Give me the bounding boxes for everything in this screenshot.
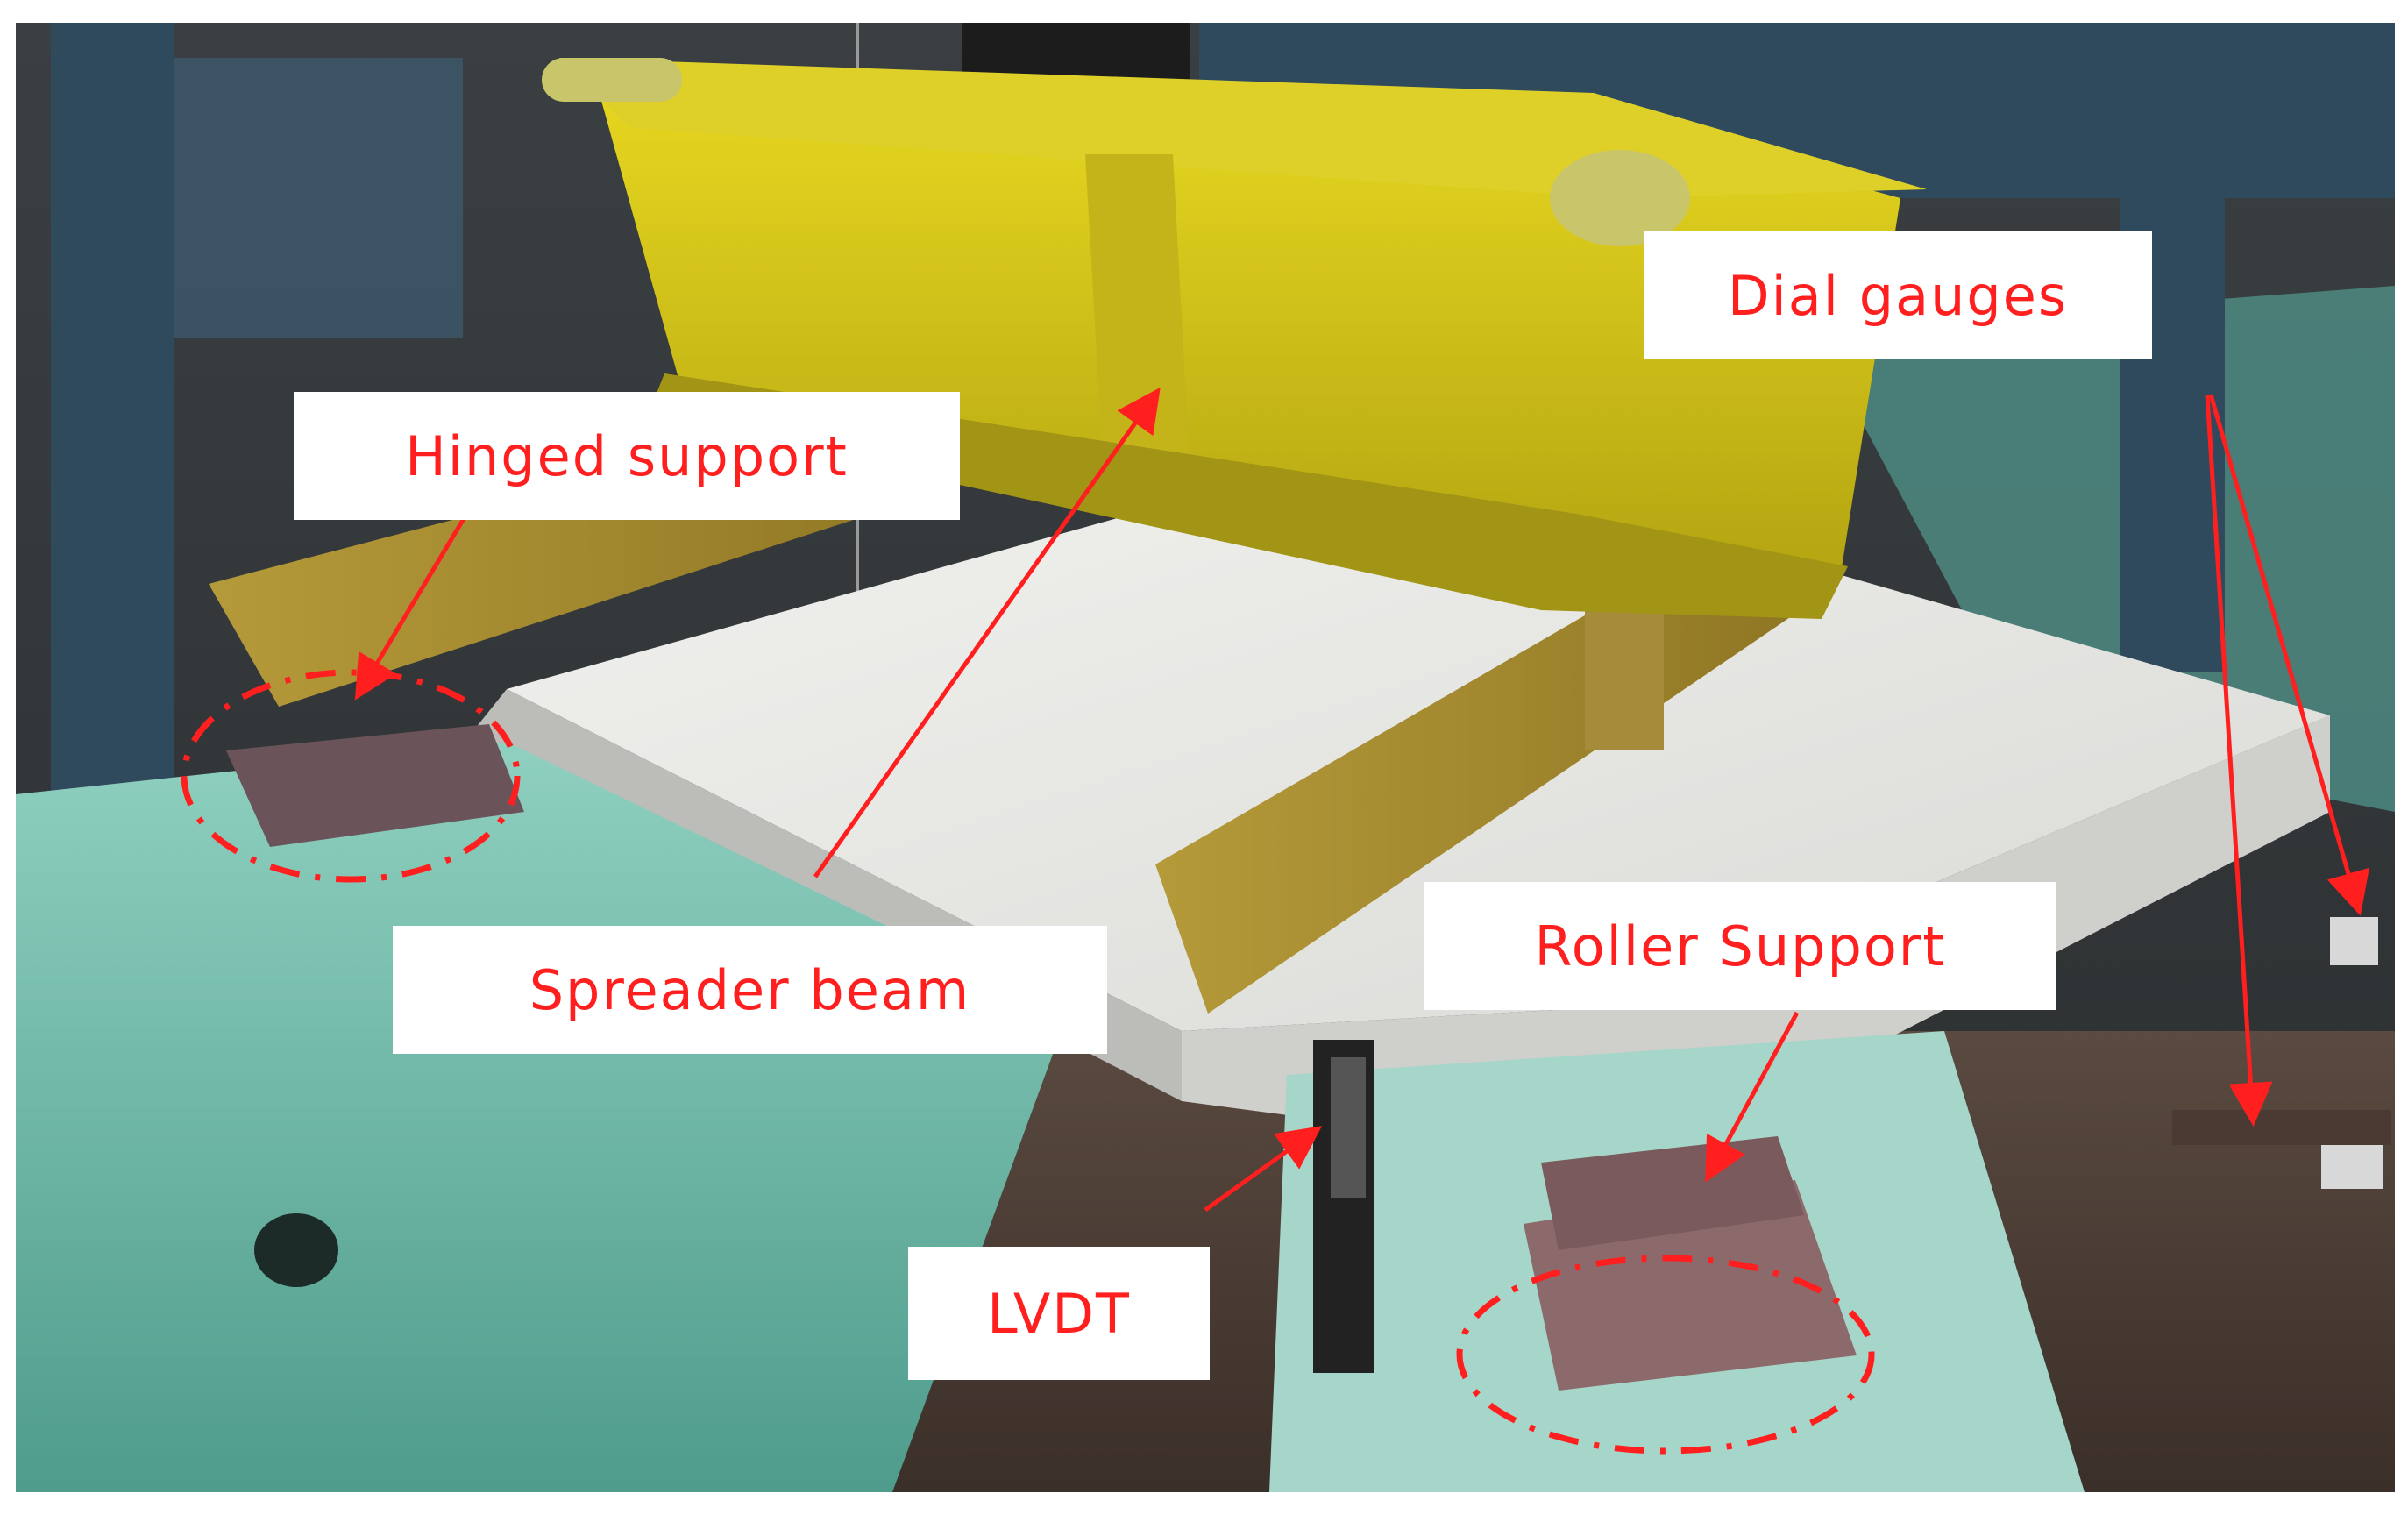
- frame-column-left: [51, 23, 174, 812]
- label-spreader-beam: Spreader beam: [393, 926, 1107, 1054]
- roller-left: [542, 58, 682, 102]
- dial-gauge-2: [2330, 917, 2378, 965]
- spreader-beam-web: [1085, 154, 1190, 479]
- label-lvdt: LVDT: [908, 1247, 1210, 1380]
- frame-left-bracket: [174, 58, 463, 338]
- gauge-stand: [2172, 1110, 2391, 1145]
- table-hole: [254, 1213, 338, 1287]
- i-beam-right: [1155, 514, 1839, 1014]
- label-hinged-support: Hinged support: [294, 392, 960, 520]
- label-roller-support: Roller Support: [1424, 882, 2056, 1010]
- slab-front-face: [1182, 715, 2330, 1163]
- roller-right: [1550, 150, 1690, 246]
- label-dial-gauges: Dial gauges: [1644, 231, 2152, 359]
- lvdt-body: [1331, 1057, 1366, 1198]
